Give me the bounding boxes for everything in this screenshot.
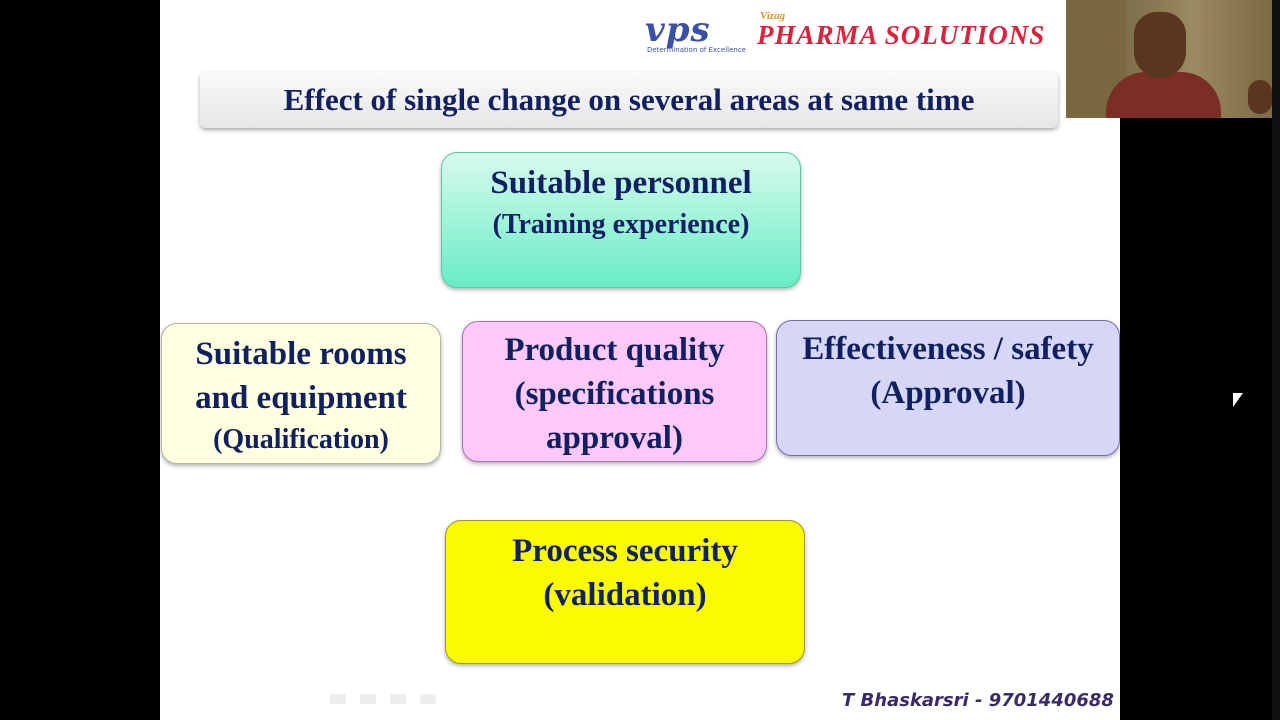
box-heading-2: and equipment [195, 380, 407, 416]
company-logo: vps Determination of Excellence Vizag PH… [645, 10, 1065, 58]
box-process-security: Process security (validation) [445, 520, 805, 664]
menu-icon[interactable] [390, 694, 406, 704]
box-heading: Effectiveness / safety [802, 331, 1094, 367]
pen-icon[interactable] [360, 694, 376, 704]
box-heading: Process security [512, 533, 738, 569]
mouse-pointer-icon [1233, 393, 1243, 407]
box-subtext: (Qualification) [213, 424, 389, 455]
box-product-quality: Product quality (specifications approval… [462, 321, 767, 462]
presenter-video [1066, 0, 1275, 118]
box-subtext: (Approval) [870, 375, 1026, 411]
logo-tagline: Determination of Excellence [647, 46, 746, 54]
box-subtext-2: approval) [546, 420, 683, 456]
presenter-hand [1248, 80, 1272, 114]
side-strip [1272, 0, 1280, 720]
box-heading: Suitable rooms [195, 336, 407, 372]
box-effectiveness-safety: Effectiveness / safety (Approval) [776, 320, 1120, 456]
presenter-body [1106, 72, 1221, 118]
prev-slide-icon[interactable] [330, 694, 346, 704]
presenter-head [1134, 12, 1186, 78]
logo-name: PHARMA SOLUTIONS [757, 20, 1046, 50]
logo-mark: vps [645, 10, 711, 50]
box-heading: Product quality [504, 332, 725, 368]
next-slide-icon[interactable] [420, 694, 436, 704]
slide-title: Effect of single change on several areas… [200, 72, 1058, 128]
box-heading: Suitable personnel [490, 165, 752, 201]
box-subtext: (validation) [543, 577, 707, 613]
box-suitable-personnel: Suitable personnel (Training experience) [441, 152, 801, 288]
presenter-credit: T Bhaskarsri - 9701440688 [842, 690, 1114, 711]
box-suitable-rooms: Suitable rooms and equipment (Qualificat… [161, 323, 441, 464]
logo-city: Vizag [760, 10, 786, 22]
slide-controls[interactable] [330, 694, 436, 704]
box-subtext: (Training experience) [492, 209, 750, 240]
box-subtext: (specifications [514, 376, 715, 412]
